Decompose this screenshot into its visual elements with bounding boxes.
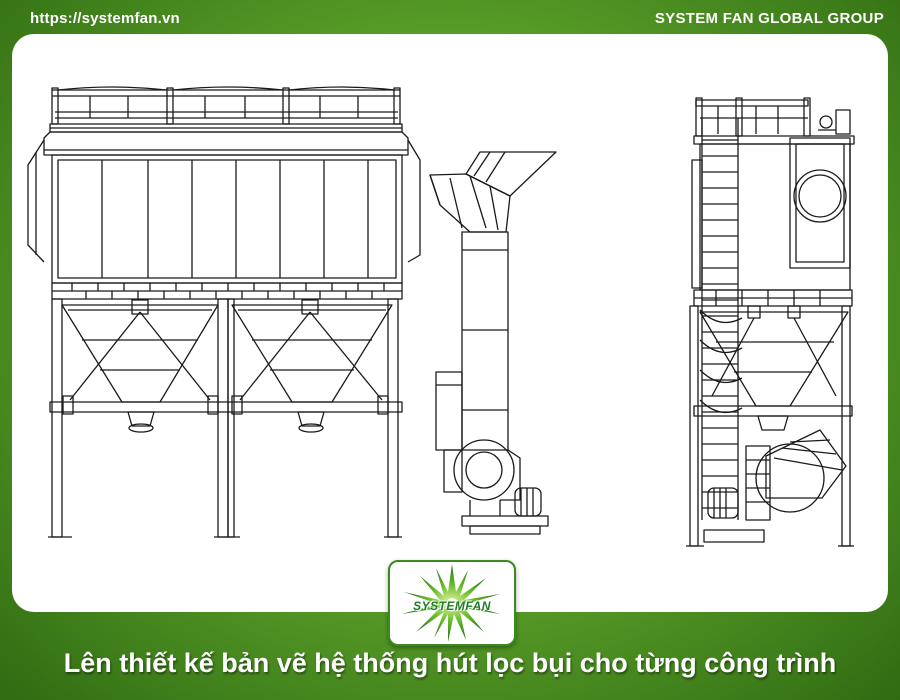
drawing-panel [12, 34, 888, 612]
company-name: SYSTEM FAN GLOBAL GROUP [654, 10, 884, 27]
top-railing [51, 86, 401, 125]
logo-text: SYSTEMFAN [413, 599, 491, 613]
caption: Lên thiết kế bản vẽ hệ thống hút lọc bụi… [63, 648, 837, 678]
dust-collector-drawing [27, 86, 855, 547]
baghouse-side-view [686, 97, 855, 547]
baghouse-front-view [27, 86, 421, 538]
starburst-icon [402, 564, 500, 642]
website-url[interactable]: https://systemfan.vn [30, 10, 180, 27]
top-bar: https://systemfan.vn SYSTEM FAN GLOBAL G… [0, 0, 900, 34]
systemfan-logo: SYSTEMFAN [388, 560, 516, 646]
duct-and-fan [429, 151, 557, 535]
